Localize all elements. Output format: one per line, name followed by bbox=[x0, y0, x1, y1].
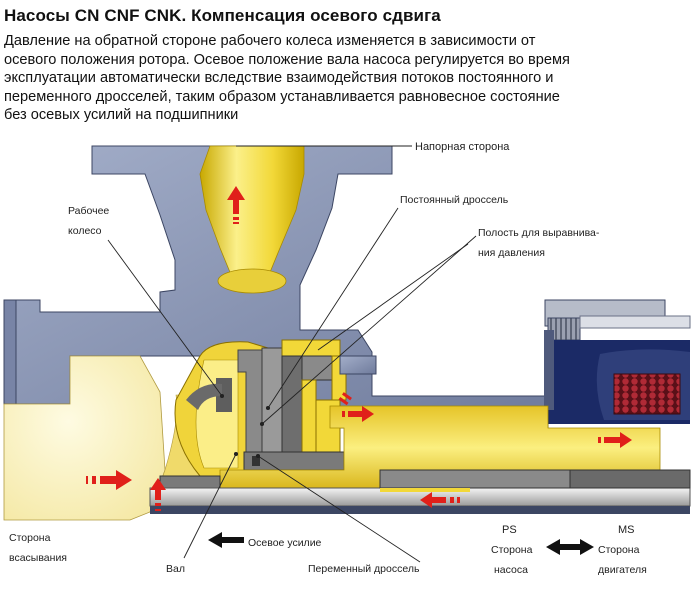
intro-paragraph: Давление на обратной стороне рабочего ко… bbox=[4, 32, 696, 125]
flow-arrows bbox=[86, 186, 632, 511]
label-suction-side-line1: Сторона bbox=[9, 532, 51, 544]
label-motor-side-line1: Сторона bbox=[598, 544, 640, 556]
double-arrow-icon bbox=[546, 539, 594, 555]
flow-arrow-up-icon bbox=[227, 186, 245, 214]
flow-arrow-right-icon bbox=[100, 470, 132, 490]
label-shaft: Вал bbox=[166, 563, 185, 575]
flow-arrow-left-icon bbox=[420, 492, 446, 508]
label-impeller-line1: Рабочее bbox=[68, 205, 109, 217]
intro-line: эксплуатации автоматически вследствие вз… bbox=[4, 70, 554, 86]
intro-line: Давление на обратной стороне рабочего ко… bbox=[4, 33, 536, 49]
flow-arrow-right-icon bbox=[348, 406, 374, 422]
intro-line: осевого положения ротора. Осевое положен… bbox=[4, 51, 570, 68]
axial-force-arrow-icon bbox=[208, 532, 244, 548]
label-motor-side-line2: двигателя bbox=[598, 564, 647, 576]
label-variable-throttle: Переменный дроссель bbox=[308, 563, 420, 575]
intro-line: без осевых усилий на подшипники bbox=[4, 107, 239, 123]
flow-arrow-up-icon bbox=[150, 478, 166, 500]
label-discharge-side: Напорная сторона bbox=[415, 141, 510, 153]
label-pump-side-line1: Сторона bbox=[491, 544, 533, 556]
label-pump-side-line2: насоса bbox=[494, 564, 528, 576]
page-title: Насосы CN CNF CNK. Компенсация осевого с… bbox=[4, 6, 441, 25]
label-axial-force: Осевое усилие bbox=[248, 537, 322, 549]
label-ps: PS bbox=[502, 524, 517, 536]
impeller bbox=[174, 341, 269, 477]
leader-lines bbox=[107, 145, 477, 563]
flow-arrow-right-icon bbox=[604, 432, 632, 448]
label-suction-side-line2: всасывания bbox=[9, 552, 67, 564]
label-impeller-line2: колесо bbox=[68, 225, 102, 237]
label-constant-throttle: Постоянный дроссель bbox=[400, 194, 509, 206]
label-ms: MS bbox=[618, 524, 635, 536]
label-equalizing-chamber-line1: Полость для выравнива- bbox=[478, 227, 600, 239]
intro-line: переменного дросселей, таким образом уст… bbox=[4, 88, 560, 105]
label-equalizing-chamber-line2: ния давления bbox=[478, 247, 545, 259]
